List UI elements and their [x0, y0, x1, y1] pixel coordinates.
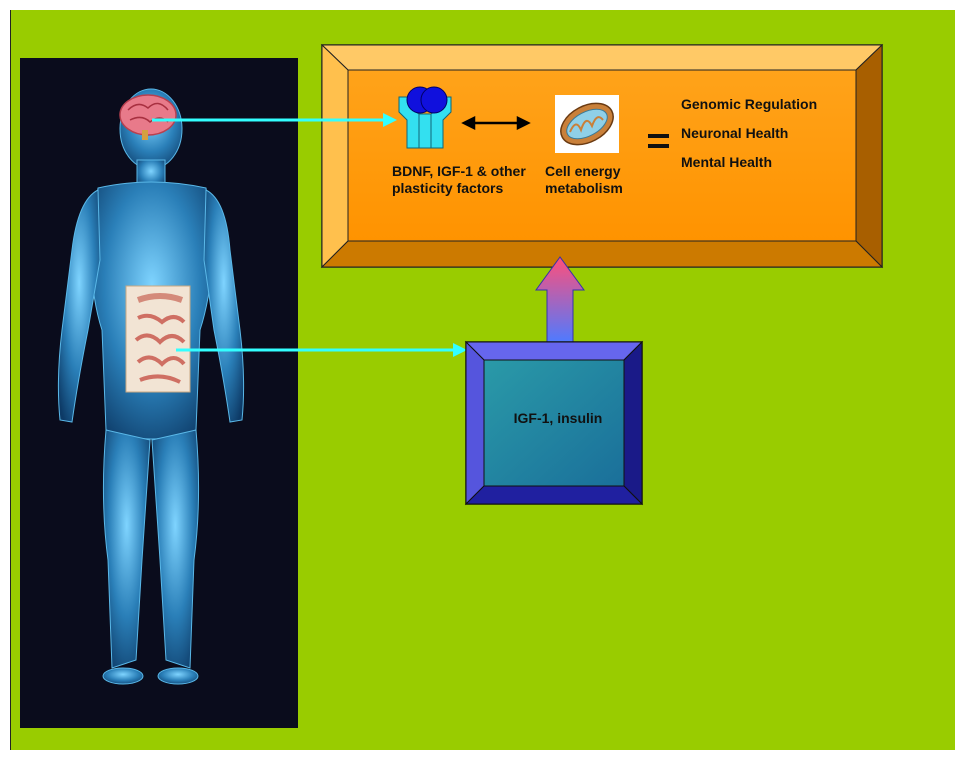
mitochondria-icon: [554, 95, 620, 153]
equals-sign: [648, 134, 669, 148]
upward-arrow: [536, 257, 584, 342]
outcome-mental-health: Mental Health: [681, 154, 817, 183]
gut-connector: [176, 343, 467, 357]
plasticity-factors-label: BDNF, IGF-1 & other plasticity factors: [392, 163, 532, 197]
outcomes-list: Genomic Regulation Neuronal Health Menta…: [681, 96, 817, 183]
outcome-genomic-regulation: Genomic Regulation: [681, 96, 817, 125]
outcome-neuronal-health: Neuronal Health: [681, 125, 817, 154]
cell-energy-label: Cell energy metabolism: [545, 163, 655, 197]
igf-insulin-label: IGF-1, insulin: [503, 410, 613, 427]
